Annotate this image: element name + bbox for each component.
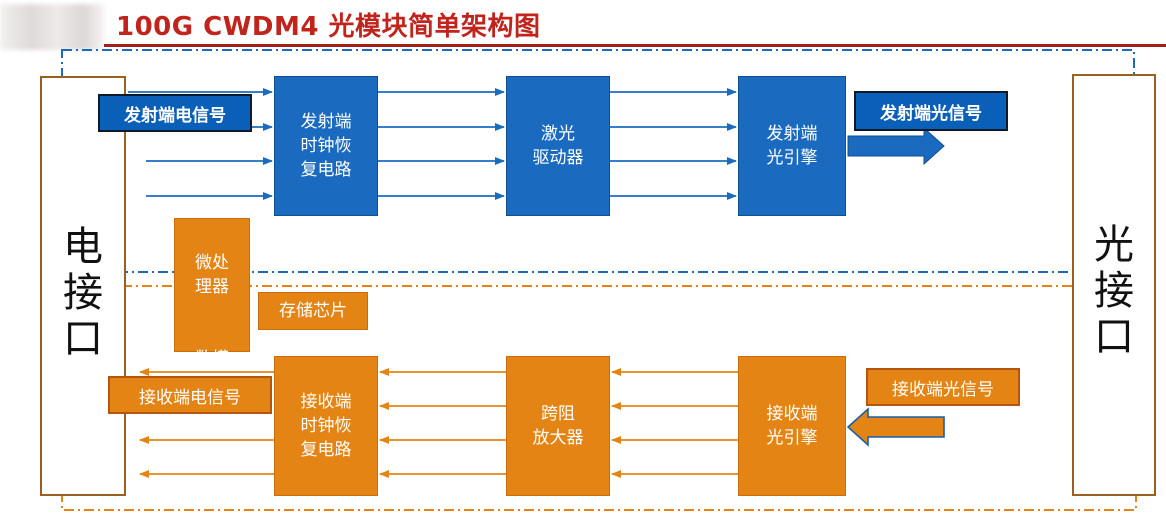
microprocessor-label: 微处 理器 — [195, 253, 229, 297]
transmit-electrical-signal-label: 发射端电信号 — [98, 94, 252, 132]
electrical-port: 电 接 口 — [40, 76, 126, 496]
optical-port-label: 光 接 口 — [1094, 222, 1134, 360]
transmit-optical-engine-block: 发射端 光引擎 — [738, 76, 846, 216]
receive-optical-signal-label: 接收端光信号 — [866, 368, 1020, 406]
laser-driver-block: 激光 驱动器 — [506, 76, 610, 216]
transmit-cdr-block: 发射端 时钟恢 复电路 — [274, 76, 378, 216]
transmit-cdr-driver-arrows — [378, 88, 505, 200]
company-logo — [0, 4, 104, 50]
transmit-driver-engine-arrows — [610, 88, 737, 200]
memory-chip-block: 存储芯片 — [258, 292, 368, 330]
receive-electrical-signal-label: 接收端电信号 — [108, 376, 272, 414]
receive-tia-cdr-arrows — [379, 368, 506, 478]
transmit-output-block-arrow — [847, 126, 945, 166]
optical-port: 光 接 口 — [1072, 74, 1156, 496]
title-divider — [104, 44, 1166, 47]
receive-optical-engine-block: 接收端 光引擎 — [738, 356, 846, 496]
receive-output-arrows — [139, 368, 274, 478]
receive-input-block-arrow — [846, 407, 945, 447]
tia-block: 跨阻 放大器 — [506, 356, 610, 496]
page-title: 100G CWDM4 光模块简单架构图 — [116, 12, 541, 42]
receive-cdr-block: 接收端 时钟恢 复电路 — [274, 356, 378, 496]
electrical-port-label: 电 接 口 — [63, 224, 103, 362]
transmit-optical-signal-label: 发射端光信号 — [854, 91, 1008, 131]
receive-engine-tia-arrows — [611, 368, 738, 478]
microprocessor-block: 微处 理器 数模 转换 — [174, 218, 250, 393]
